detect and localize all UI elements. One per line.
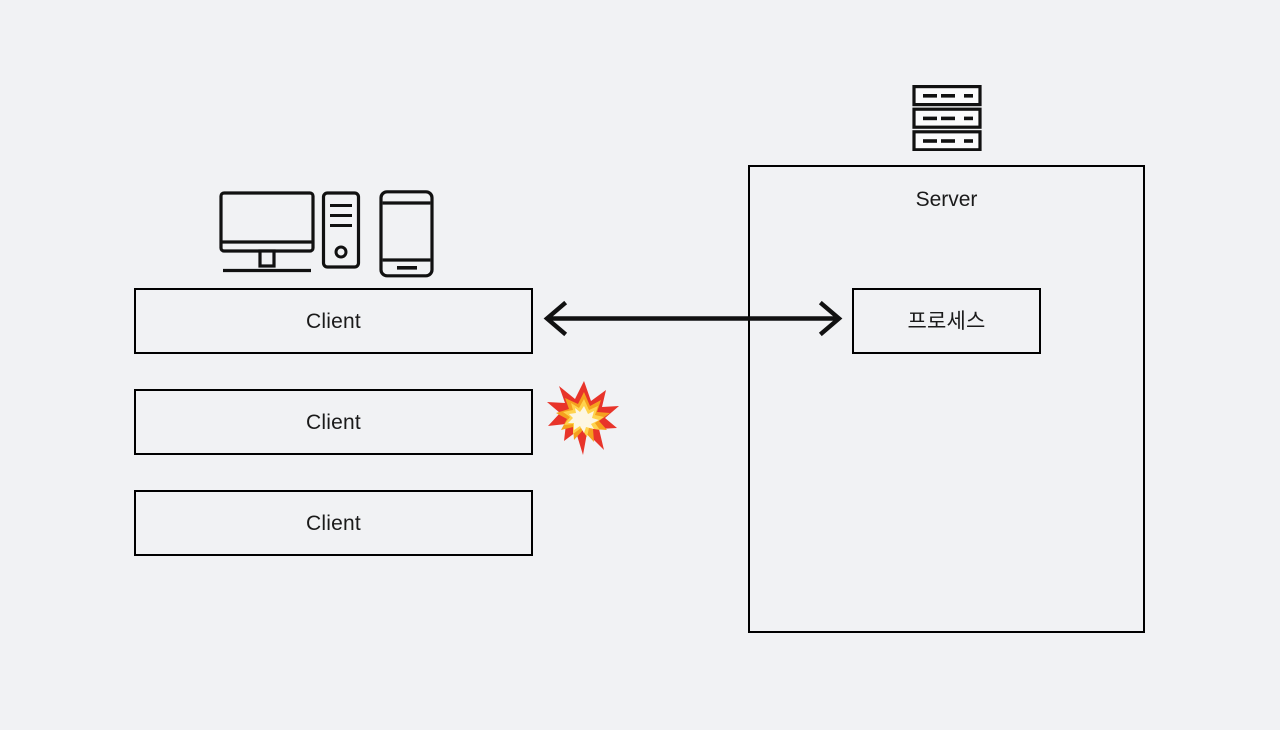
desktop-tower-icon (321, 191, 361, 269)
client-label: Client (306, 410, 361, 434)
collision-burst-icon (546, 380, 620, 456)
client-box[interactable]: Client (134, 490, 533, 556)
client-label: Client (306, 511, 361, 535)
client-box[interactable]: Client (134, 288, 533, 354)
double-headed-arrow-icon (540, 300, 846, 338)
client-device-icons (218, 190, 436, 278)
client-box[interactable]: Client (134, 389, 533, 455)
client-label: Client (306, 309, 361, 333)
process-box[interactable]: 프로세스 (852, 288, 1041, 354)
server-rack-icon (912, 85, 982, 152)
server-title: Server (915, 188, 978, 211)
monitor-icon (219, 191, 315, 273)
smartphone-icon (379, 190, 434, 278)
process-label: 프로세스 (907, 309, 986, 333)
server-box[interactable]: Server (748, 165, 1145, 633)
